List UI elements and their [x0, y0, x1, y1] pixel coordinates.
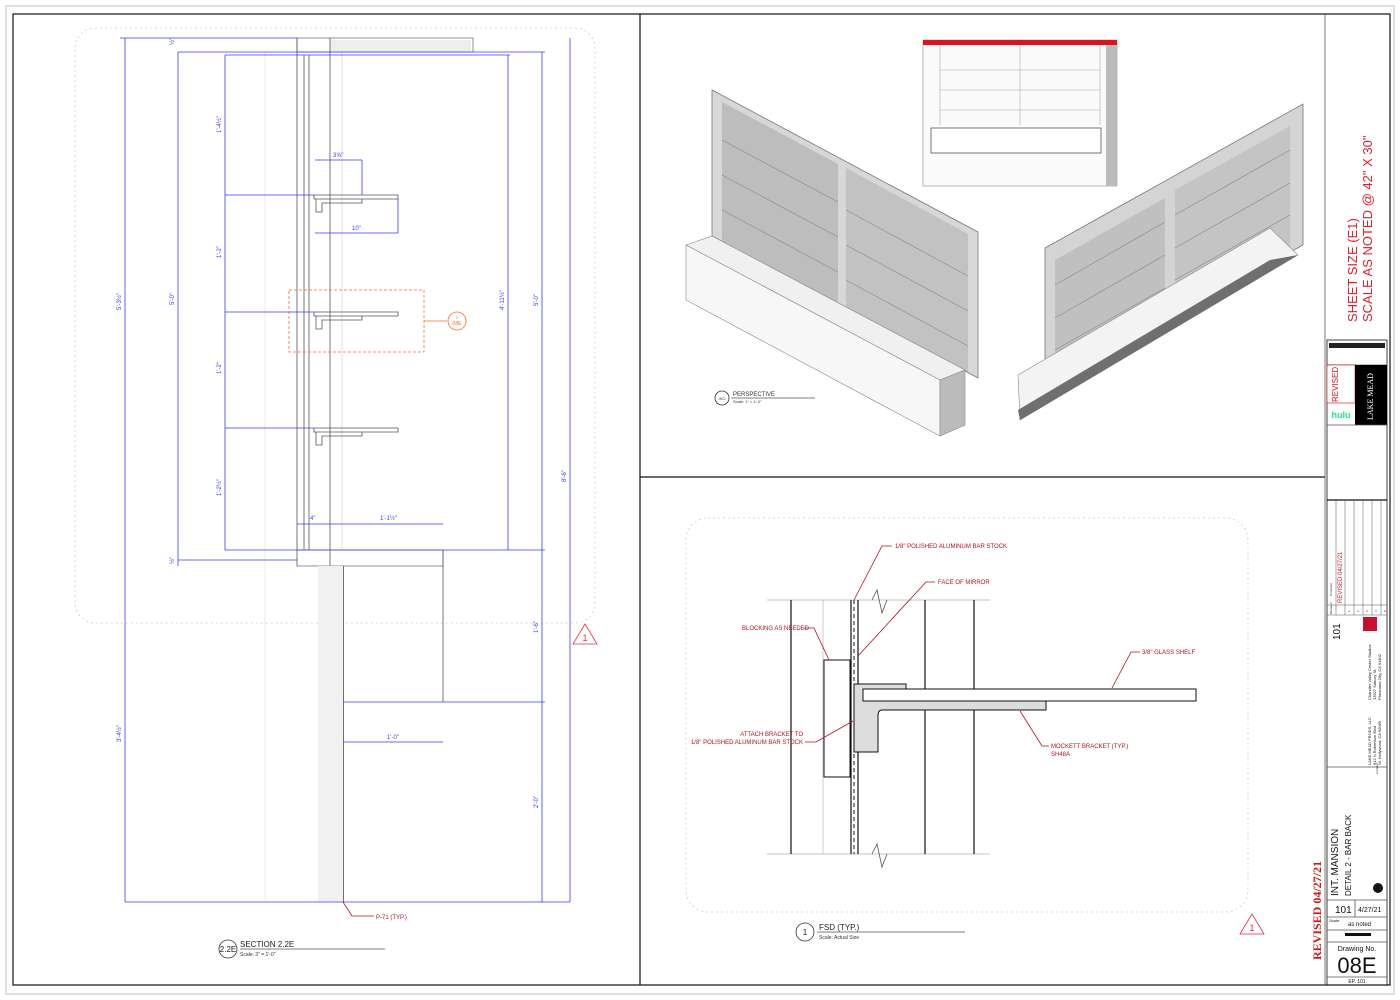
note-glass: 3/8" GLASS SHELF: [1142, 650, 1195, 656]
tb-set-number: 101: [1332, 623, 1343, 640]
tb-rev-row-2: 2: [1356, 610, 1360, 612]
title-block: REVISED LAKE MEAD hulu REVISED 04/27/21 …: [1326, 339, 1388, 986]
tb-revised: REVISED: [1331, 367, 1340, 402]
revision-triangle-detail: [1239, 913, 1265, 935]
detail-title: FSD (TYP.): [819, 923, 860, 932]
sheet-size: SHEET SIZE (E1): [1345, 218, 1360, 322]
dim-counter-w: 1'-0": [387, 735, 399, 741]
dim-d3: 1'-2": [217, 362, 223, 374]
tb-date: 4/27/21: [1358, 907, 1381, 914]
note-blocking: BLOCKING AS NEEDED: [742, 626, 810, 632]
dim-lower-right: 2'-0": [534, 796, 540, 808]
tb-company-logo: LAKE MEAD: [1366, 373, 1375, 420]
dim-shelf: 10": [352, 226, 361, 232]
detail-scale: Scale: Actual Size: [819, 935, 859, 941]
tb-address-3: W. Hollywood, CA 90069: [1377, 720, 1382, 765]
sheet-border: [12, 13, 1391, 986]
perspective-scale: Scale: 1" = 1'-0": [733, 399, 762, 404]
dim-overall-left: 5'-3½": [116, 293, 123, 310]
callout-number: 1: [456, 315, 459, 320]
tb-rev-row-4: 4: [1374, 610, 1378, 612]
tb-studio-2: 13927 Saticoy St.: [1372, 669, 1377, 700]
perspective-tag: ISO: [719, 396, 726, 401]
tb-rev-row-5: 5: [1383, 610, 1387, 612]
dim-bracket: 3⅝": [333, 153, 343, 159]
section-tag-bubble: [218, 939, 238, 959]
perspective-view: ISO PERSPECTIVE Scale: 1" = 1'-0" SHEET …: [685, 39, 1375, 437]
material-note: P-71 (TYP.): [376, 915, 407, 921]
revised-stamp: REVISED 04/27/21: [1310, 861, 1324, 960]
dim-top: ½": [169, 38, 176, 45]
note-bracket-1: MOCKETT BRACKET (TYP.): [1051, 744, 1128, 750]
tb-set-no: 101: [1335, 905, 1352, 916]
tb-revision-comment: REVISED 04/27/21: [1338, 551, 1344, 603]
dim-counter-h: 1'-6": [534, 621, 540, 633]
revision-triangle: [572, 623, 598, 645]
detail-tag-bubble: [795, 922, 815, 942]
tb-address-1: LAKE MEAD PRODS, LLC: [1367, 717, 1372, 765]
note-bracket-2: SH48A: [1051, 752, 1070, 758]
tb-rev-row-3: 3: [1365, 610, 1369, 612]
revision-number: 1: [582, 633, 587, 643]
dim-d1: 1'-4½": [216, 116, 223, 133]
dim-lower-left: 3'-4½": [116, 725, 123, 742]
dim-d2: 1'-2": [217, 246, 223, 258]
note-bar-stock: 1/8" POLISHED ALUMINUM BAR STOCK: [895, 544, 1007, 550]
tb-scale-value: as noted: [1348, 922, 1371, 928]
tb-ep: EP. 101: [1348, 979, 1365, 985]
detail-callout-bubble[interactable]: [447, 311, 467, 331]
section-scale: Scale: 3" = 1'-0": [240, 952, 276, 958]
revision-cloud-detail: [685, 517, 1249, 913]
outer-border: [5, 5, 1395, 995]
detail-view: 1/8" POLISHED ALUMINUM BAR STOCK FACE OF…: [685, 517, 1324, 960]
note-mirror: FACE OF MIRROR: [938, 580, 990, 586]
tb-location-label: Location: [1375, 762, 1379, 774]
tb-scale-label: Scale:: [1329, 918, 1340, 923]
tb-brand-logo: hulu: [1332, 410, 1351, 420]
tb-drawing-no-label: Drawing No.: [1338, 946, 1377, 953]
detail-tag: 1: [803, 928, 808, 937]
perspective-title: PERSPECTIVE: [733, 392, 775, 398]
section-view: ½" 5'-3½" 5'-0" 1'-4½" 3⅝" 10" 1'-2" 1'-…: [74, 27, 598, 959]
revision-cloud: [74, 27, 596, 624]
tb-comment-col: Comment: [1329, 583, 1333, 596]
tb-detail-name: DETAIL 2 - BAR BACK: [1344, 814, 1353, 896]
dim-bottom-small: ½": [169, 557, 176, 564]
section-tag: 2.2E: [220, 945, 236, 954]
dim-right1: 4'-11½": [499, 290, 506, 310]
note-attach-2: 1/8" POLISHED ALUMINUM BAR STOCK: [691, 740, 803, 746]
section-title: SECTION 2.2E: [240, 940, 294, 949]
sheet-scale: SCALE AS NOTED @ 42" X 30": [1360, 135, 1375, 322]
perspective-tag-bubble: [714, 390, 730, 406]
dim-overall: 5'-0": [170, 293, 176, 305]
tb-address-2: 912 N Robertson Blvd: [1372, 726, 1377, 765]
dim-d4: 1'-2½": [216, 479, 223, 496]
tb-set-name: INT. MANSION: [1330, 829, 1341, 896]
tb-rev-row-1: 1: [1347, 610, 1351, 612]
dim-right2: 5'-0": [534, 294, 540, 306]
dim-w4: 4": [310, 516, 315, 522]
callout-sheet: 08E: [453, 321, 463, 327]
dim-w11: 1'-1½": [380, 515, 397, 522]
tb-drawing-no: 08E: [1337, 953, 1376, 978]
tb-studio-1: Chandler Valley Center Studios: [1367, 644, 1372, 700]
dim-right3: 8'-6": [562, 470, 568, 482]
glass-shelf: [862, 688, 1197, 702]
revision-number-detail: 1: [1249, 923, 1254, 933]
tb-studio-3: Panorama City, CA 91402: [1377, 653, 1382, 700]
tb-revision-col: Revision: [1329, 602, 1333, 614]
note-attach-1: ATTACH BRACKET TO: [740, 732, 803, 738]
